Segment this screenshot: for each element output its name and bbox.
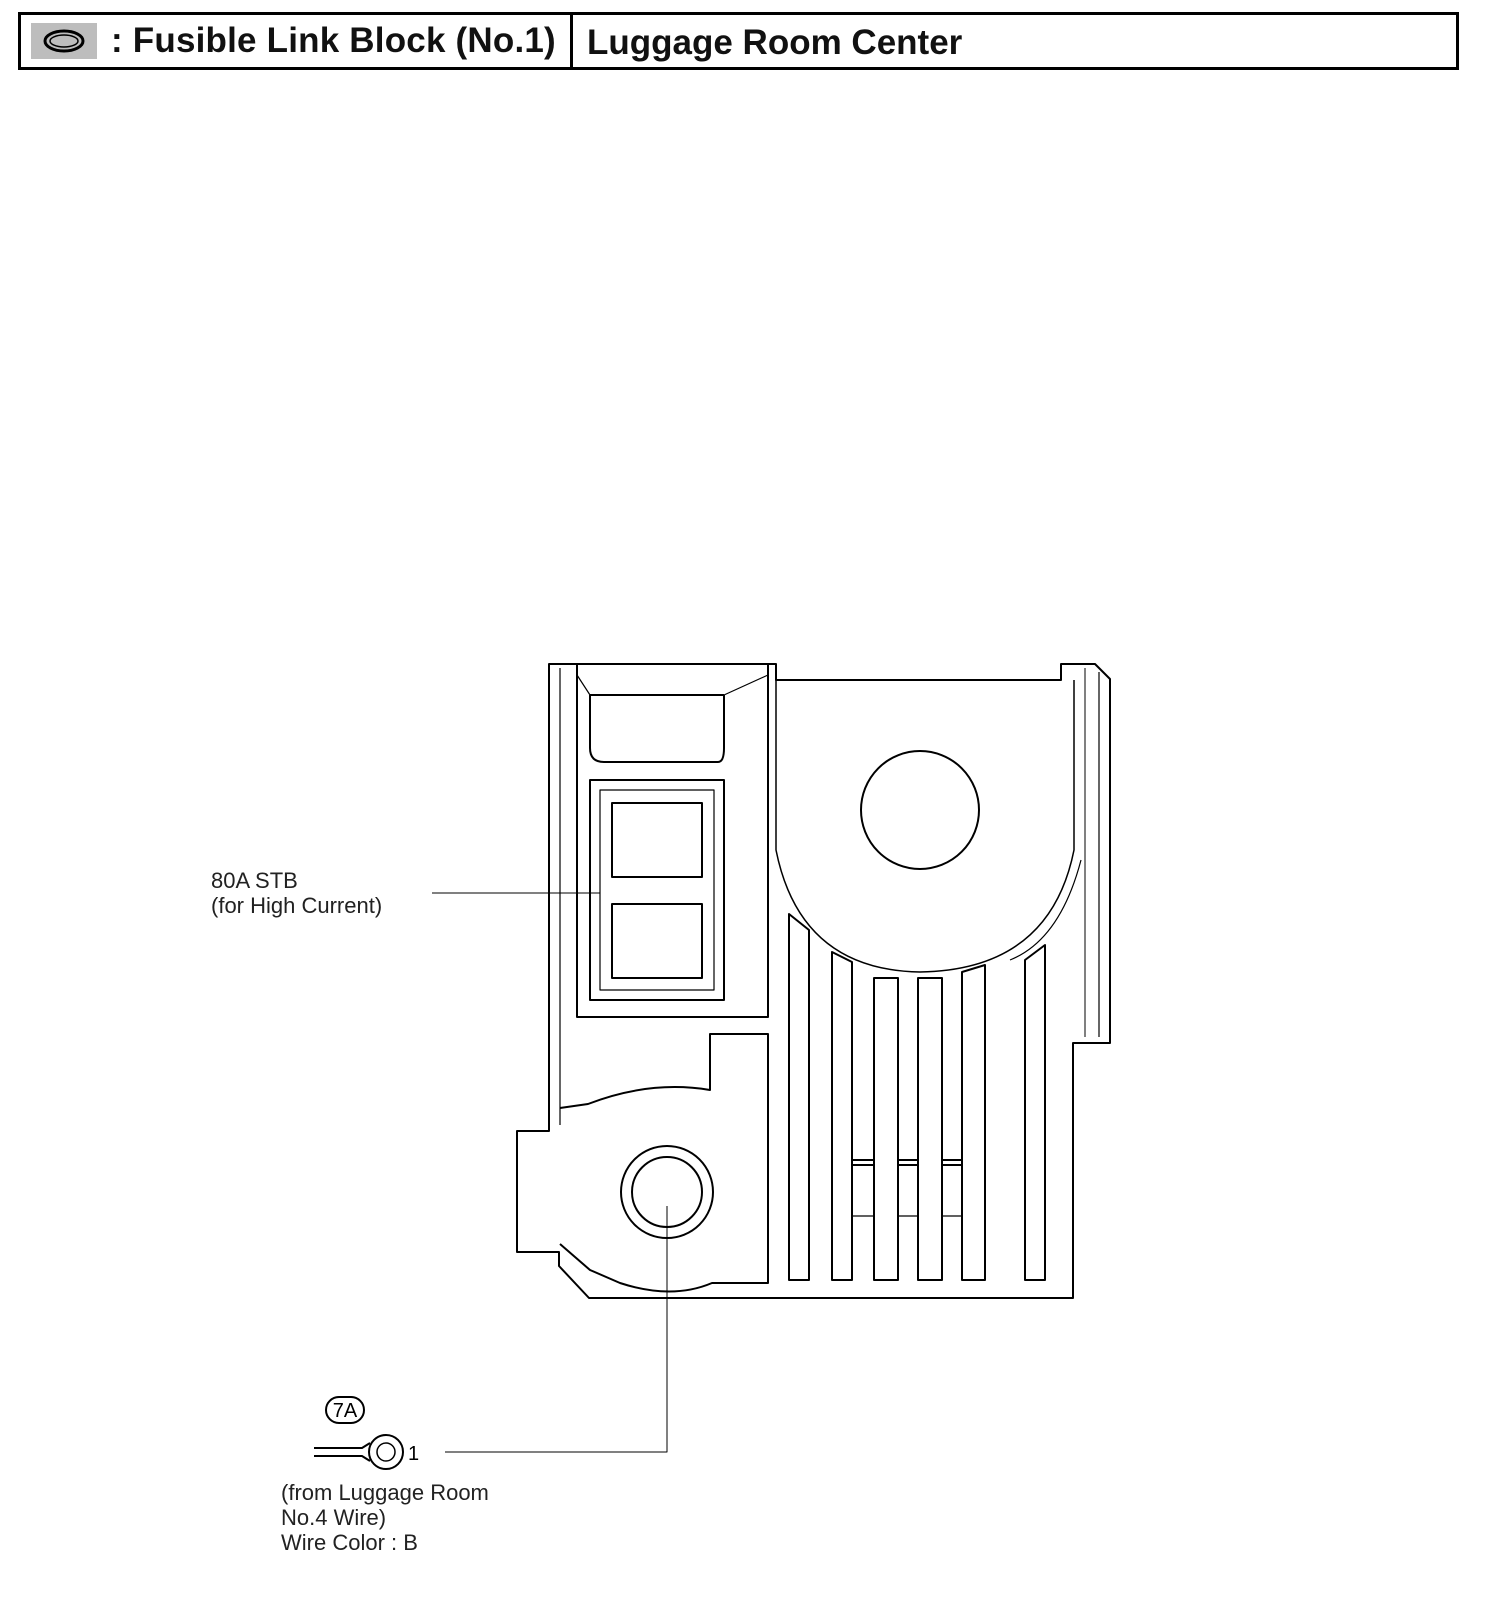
terminal-number: 1 [408,1443,419,1465]
terminal-leader-line [445,1206,668,1453]
connector-source-line2: No.4 Wire) [281,1505,387,1530]
ring-terminal-icon [314,1442,371,1462]
fuse-rating-label: 80A STB [211,868,298,893]
header-divider [570,15,573,67]
fuse-description-label: (for High Current) [211,893,383,918]
connector-note: (from Luggage Room No.4 Wire) Wire Color… [281,1480,489,1555]
connector-source-line1: (from Luggage Room [281,1480,489,1505]
fuse-window-upper [611,802,703,878]
block-housing-outline [516,663,1111,1299]
connector-header: : Fusible Link Block (No.1) Luggage Room… [18,12,1459,70]
lower-terminal-boss [559,1033,769,1293]
fuse-callout: 80A STB (for High Current) [211,868,382,918]
connector-code-badge [325,1396,365,1424]
fuse-window-lower [611,903,703,979]
fusible-link-connector-icon [31,23,97,59]
wire-color-label: Wire Color : B [281,1530,418,1555]
cooling-fins [788,913,810,1281]
connector-code: 7A [333,1400,358,1422]
component-title: : Fusible Link Block (No.1) [111,21,556,60]
component-location: Luggage Room Center [587,23,963,62]
fuse-80a-stb [589,779,725,1001]
stud-terminal-upper [860,750,980,870]
fuse-holder-frame [576,664,769,1018]
